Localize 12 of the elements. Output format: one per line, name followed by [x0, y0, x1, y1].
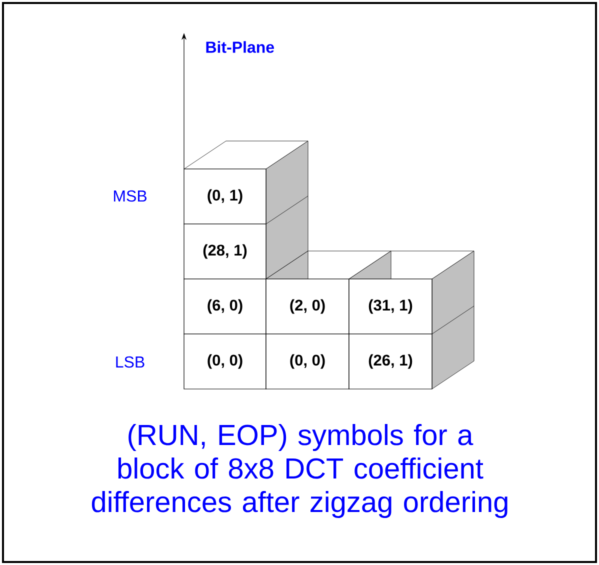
bit-plane-cell: (28, 1)	[184, 224, 266, 280]
bit-plane-label: LSB	[116, 356, 144, 368]
bit-plane-cell: (31, 1)	[348, 278, 432, 334]
bit-plane-cell: (26, 1)	[348, 334, 432, 390]
bit-plane-cell: (0, 0)	[266, 334, 350, 390]
caption: (RUN, EOP) symbols for a block of 8x8 DCT coefficient differences after zigzag ordering	[92, 424, 508, 518]
bit-plane-cell: (2, 0)	[266, 278, 350, 334]
bit-plane-cell: (0, 0)	[184, 334, 266, 390]
bit-plane-cell: (0, 1)	[184, 168, 266, 224]
bit-plane-label: MSB	[114, 190, 146, 202]
bit-plane-cell: (6, 0)	[184, 278, 266, 334]
axis-label: Bit-Plane	[206, 41, 274, 53]
